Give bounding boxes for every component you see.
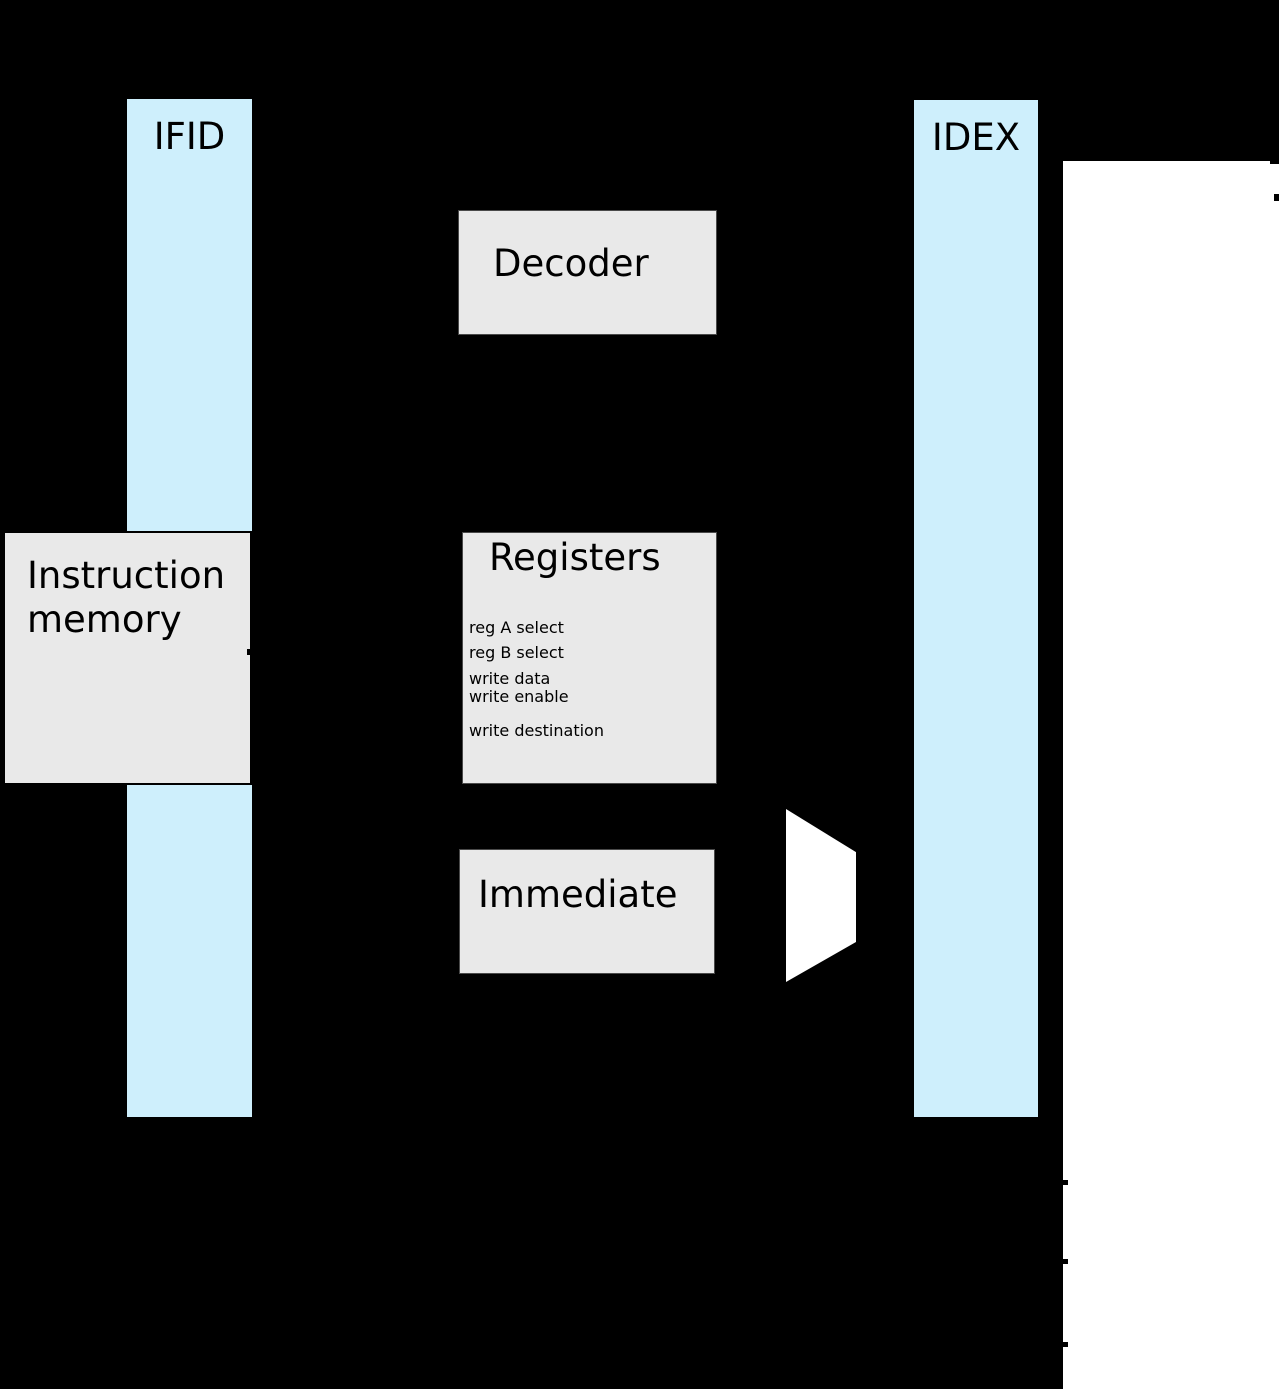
registers-port-label: reg A select — [469, 618, 564, 637]
pipeline-register-idex: IDEX — [914, 100, 1038, 1117]
white-canvas-region — [1063, 161, 1279, 1389]
registers-port-label: reg B select — [469, 643, 564, 662]
registers-label: Registers — [489, 536, 661, 579]
ifid-label: IFID — [153, 115, 226, 158]
registers-port-label: write enable — [469, 687, 569, 706]
idex-label: IDEX — [931, 116, 1021, 159]
wire-stub — [1063, 1259, 1068, 1264]
immediate-label: Immediate — [478, 873, 678, 916]
registers-port-label: write destination — [469, 721, 604, 740]
immediate-block: Immediate — [459, 849, 715, 974]
decoder-block: Decoder — [458, 210, 717, 335]
decoder-label: Decoder — [493, 242, 649, 285]
wire-stub — [1063, 1180, 1068, 1185]
mux-shape — [786, 809, 856, 982]
registers-port-label: write data — [469, 669, 551, 688]
wire-stub — [1274, 194, 1279, 201]
wire-stub — [1063, 1342, 1068, 1347]
instruction-memory-label: Instruction memory — [27, 554, 226, 642]
registers-block: Registers reg A select reg B select writ… — [462, 532, 717, 784]
instruction-memory-block: Instruction memory — [3, 531, 252, 785]
wire-stub — [247, 649, 253, 655]
wire-stub — [1270, 161, 1279, 164]
